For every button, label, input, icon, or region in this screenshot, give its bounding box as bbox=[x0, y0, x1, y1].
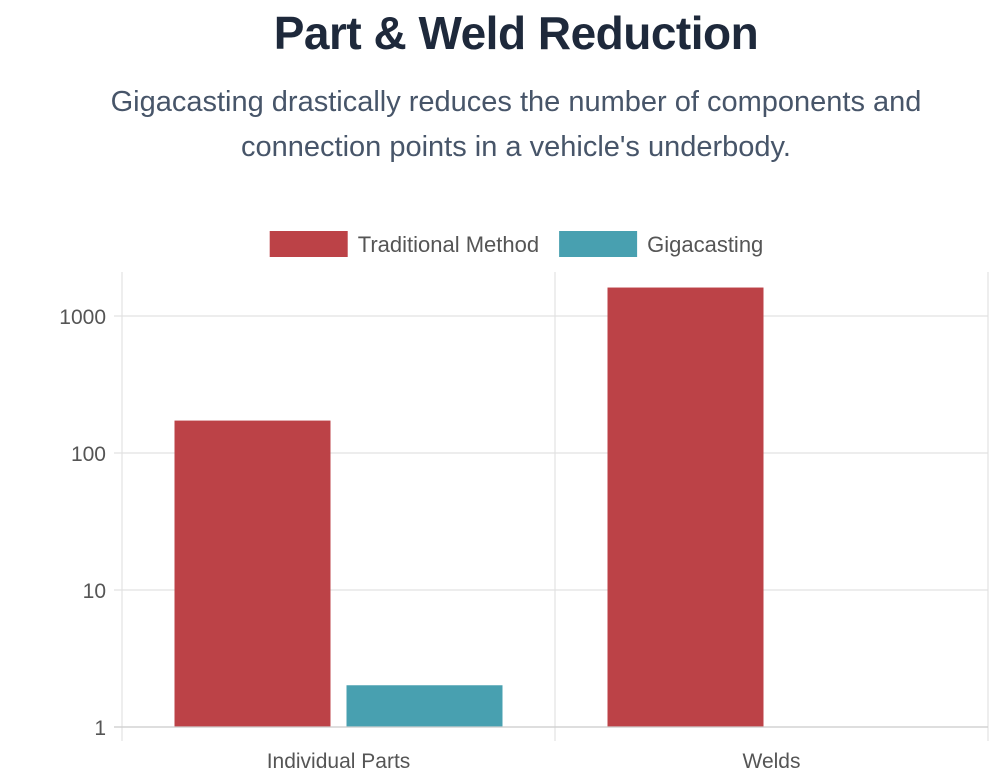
legend-label-traditional-method: Traditional Method bbox=[358, 232, 539, 257]
page-title: Part & Weld Reduction bbox=[273, 7, 759, 59]
bar-traditional-method-welds bbox=[607, 287, 764, 728]
bars bbox=[174, 287, 764, 728]
bar-gigacasting-individual-parts bbox=[346, 685, 503, 728]
y-tick-label: 10 bbox=[83, 580, 106, 603]
y-tick-label: 1000 bbox=[59, 306, 106, 329]
page-subtitle: Gigacasting drastically reduces the numb… bbox=[110, 86, 922, 163]
y-tick-label: 1 bbox=[94, 717, 106, 740]
legend-swatch-traditional-method bbox=[269, 231, 348, 257]
bar-traditional-method-individual-parts bbox=[174, 420, 331, 728]
legend-swatch-gigacasting bbox=[559, 231, 638, 257]
legend-label-gigacasting: Gigacasting bbox=[647, 232, 763, 257]
x-tick-label: Welds bbox=[743, 750, 801, 773]
legend: Traditional Method Gigacasting bbox=[269, 231, 763, 257]
x-tick-label: Individual Parts bbox=[267, 750, 411, 773]
y-tick-label: 100 bbox=[71, 443, 106, 466]
